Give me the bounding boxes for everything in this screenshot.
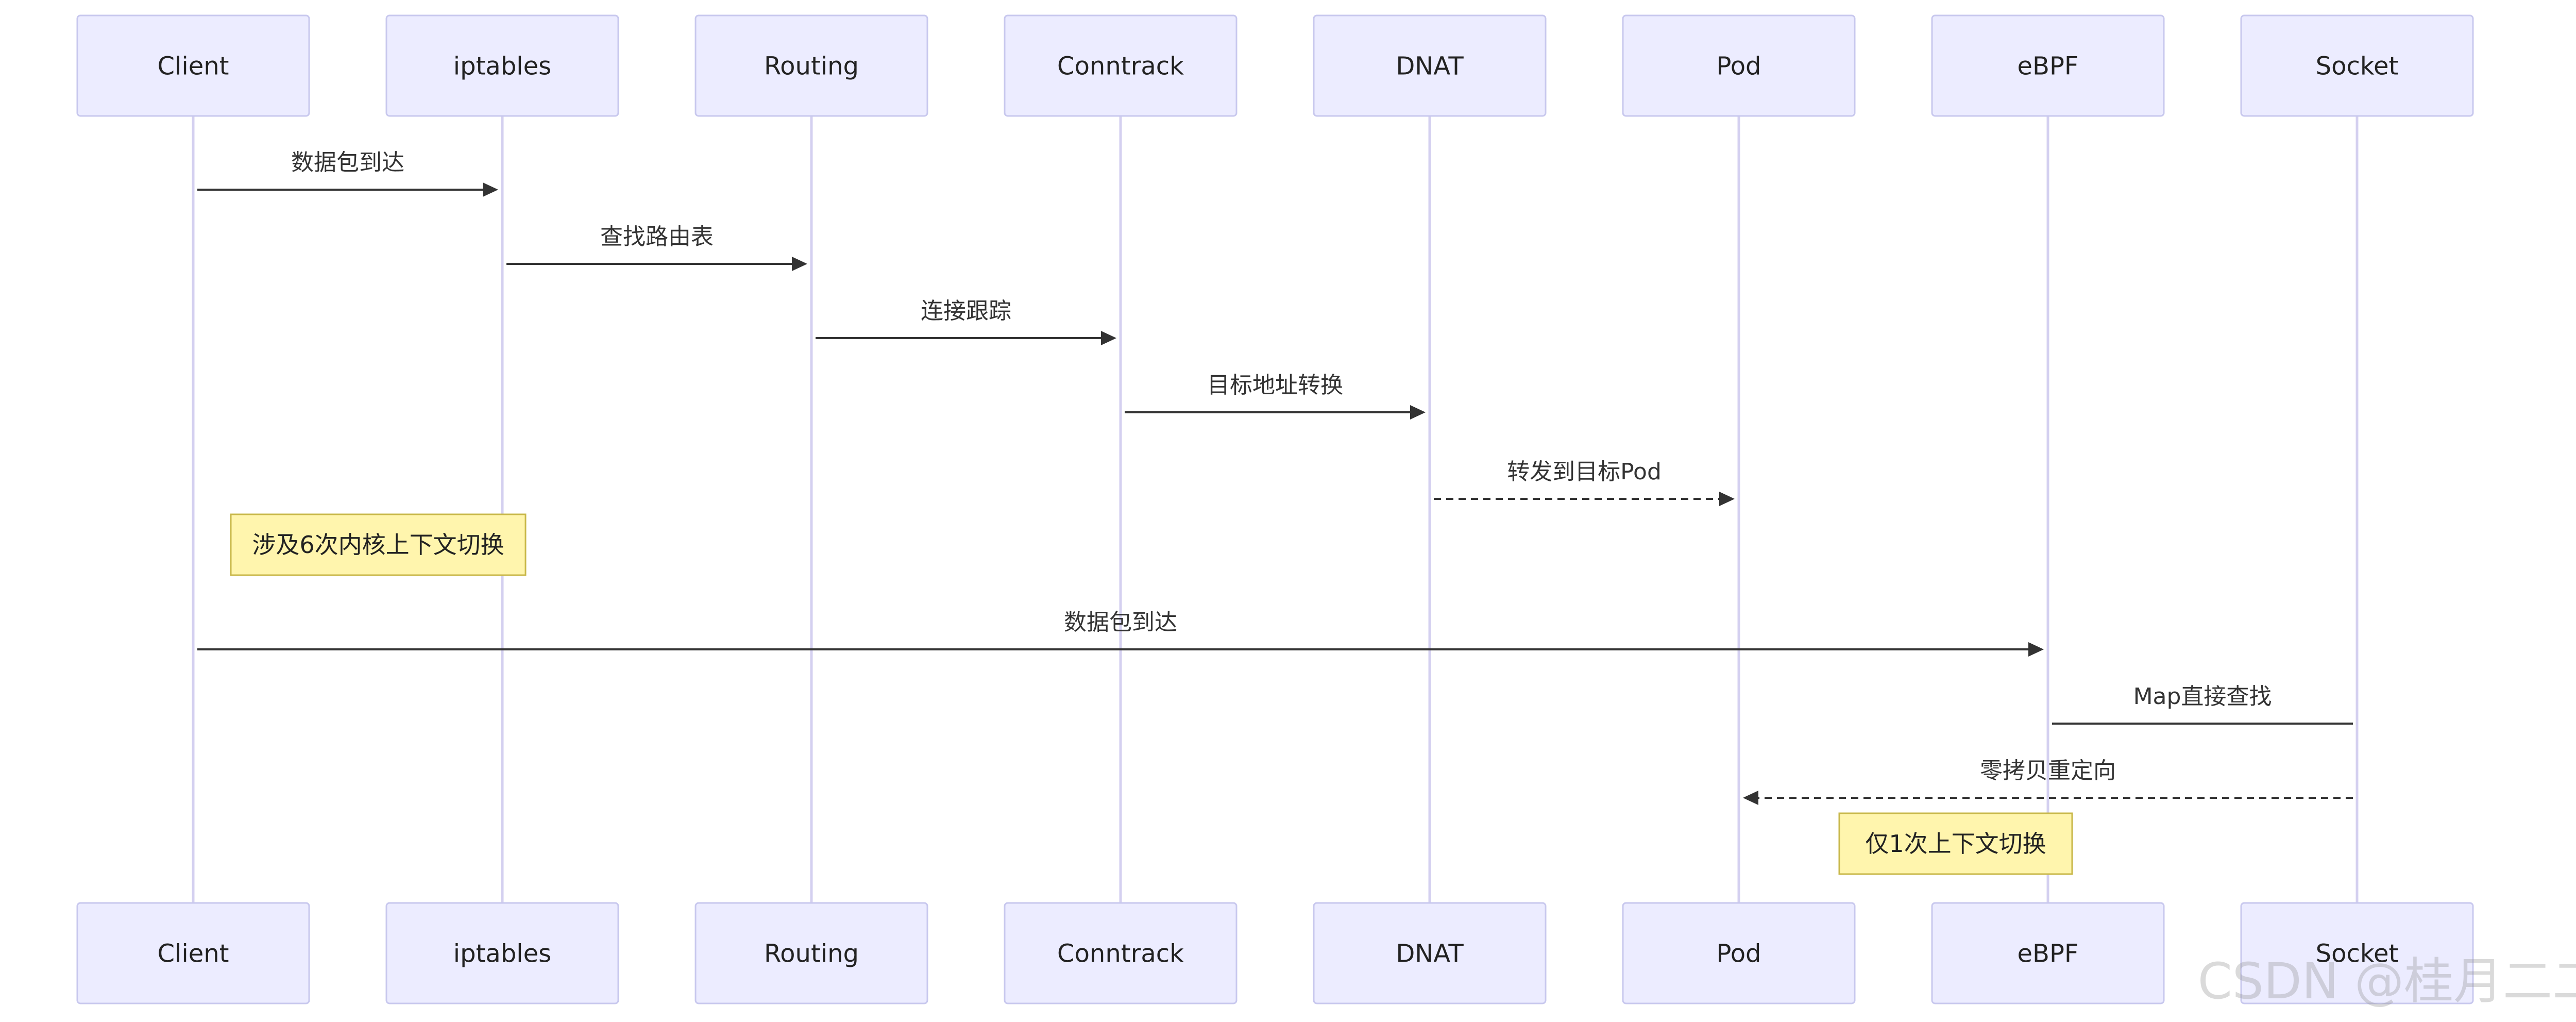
note-label-1: 涉及6次内核上下文切换 [252, 531, 504, 559]
message-label-3: 连接跟踪 [921, 298, 1011, 324]
csdn-watermark: CSDN @桂月二二 [2197, 952, 2576, 1010]
actor-label-top-socket: Socket [2316, 52, 2399, 81]
actor-box-top-socket [2240, 14, 2474, 117]
message-label-8: 零拷贝重定向 [1980, 758, 2116, 784]
actor-box-top-iptables [385, 14, 619, 117]
note-box-1 [230, 513, 527, 576]
message-arrowhead-5 [1719, 492, 1735, 506]
actor-label-bottom-pod: Pod [1716, 940, 1761, 968]
message-arrowhead-8 [1743, 791, 1758, 805]
note-label-2: 仅1次上下文切换 [1865, 830, 2046, 858]
message-label-7: Map直接查找 [2133, 683, 2272, 710]
actor-label-top-routing: Routing [764, 52, 859, 81]
message-arrowhead-6 [2028, 642, 2044, 657]
actor-label-top-ebpf: eBPF [2017, 52, 2078, 81]
actor-box-bottom-pod [1622, 902, 1856, 1004]
message-arrowhead-1 [483, 182, 498, 197]
actor-label-top-dnat: DNAT [1396, 52, 1464, 81]
actor-label-bottom-iptables: iptables [453, 940, 551, 968]
actor-box-top-ebpf [1931, 14, 2165, 117]
message-arrowhead-3 [1101, 331, 1116, 345]
actor-box-bottom-ebpf [1931, 902, 2165, 1004]
actor-box-top-conntrack [1004, 14, 1238, 117]
message-label-5: 转发到目标Pod [1507, 459, 1662, 485]
message-label-4: 目标地址转换 [1207, 372, 1343, 398]
message-arrowhead-4 [1410, 405, 1426, 420]
actor-label-top-iptables: iptables [453, 52, 551, 81]
actor-label-top-pod: Pod [1716, 52, 1761, 81]
actor-label-bottom-conntrack: Conntrack [1057, 940, 1184, 968]
actor-label-top-conntrack: Conntrack [1057, 52, 1184, 81]
actor-box-top-pod [1622, 14, 1856, 117]
message-label-2: 查找路由表 [600, 224, 714, 250]
message-label-6: 数据包到达 [1064, 609, 1177, 635]
actor-box-bottom-conntrack [1004, 902, 1238, 1004]
actor-label-top-client: Client [158, 52, 229, 81]
actor-box-bottom-iptables [385, 902, 619, 1004]
actor-box-top-dnat [1313, 14, 1547, 117]
actor-label-bottom-routing: Routing [764, 940, 859, 968]
note-box-2 [1838, 812, 2073, 875]
actor-label-bottom-ebpf: eBPF [2017, 940, 2078, 968]
actor-box-top-client [76, 14, 310, 117]
actor-box-bottom-client [76, 902, 310, 1004]
message-arrowhead-2 [792, 257, 807, 271]
actor-box-top-routing [694, 14, 928, 117]
actor-label-bottom-dnat: DNAT [1396, 940, 1464, 968]
actor-box-bottom-socket [2240, 902, 2474, 1004]
actor-box-bottom-dnat [1313, 902, 1547, 1004]
message-label-1: 数据包到达 [291, 149, 404, 176]
actor-label-bottom-socket: Socket [2316, 940, 2399, 968]
actor-label-bottom-client: Client [158, 940, 229, 968]
actor-box-bottom-routing [694, 902, 928, 1004]
